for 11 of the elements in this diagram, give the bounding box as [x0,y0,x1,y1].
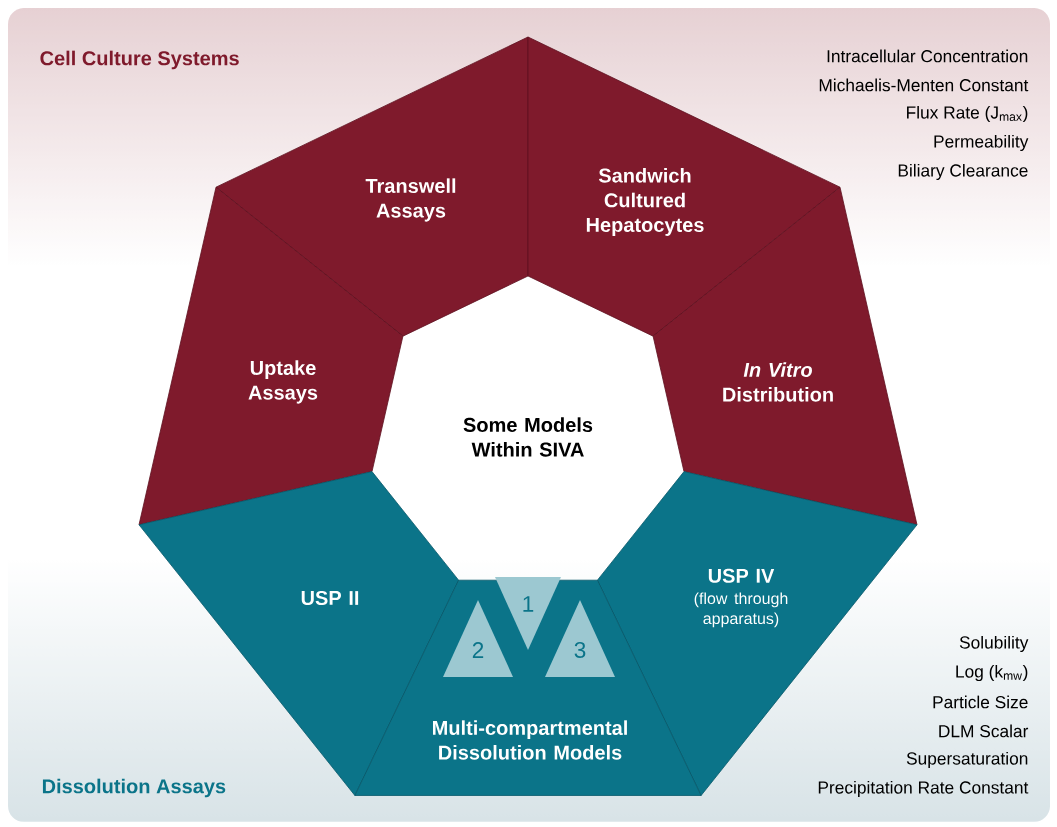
center-label: Some Models Within SIVA [463,417,593,457]
parameter-label: Biliary Clearance [898,163,1028,181]
parameter-label: Permeability [934,134,1029,152]
parameter-label: DLM Scalar [939,724,1029,738]
compartment-triangle: 1 [495,577,561,650]
parameter-label: Log (k$_{mw}$) [956,664,1028,682]
parameter-label: Particle Size [933,695,1028,709]
compartment-triangle: 3 [545,600,615,677]
parameter-label: Solubility [959,635,1029,653]
parameter-label: Flux Rate (J$_{max}$) [907,105,1028,123]
compartment-triangle: 2 [443,600,513,677]
